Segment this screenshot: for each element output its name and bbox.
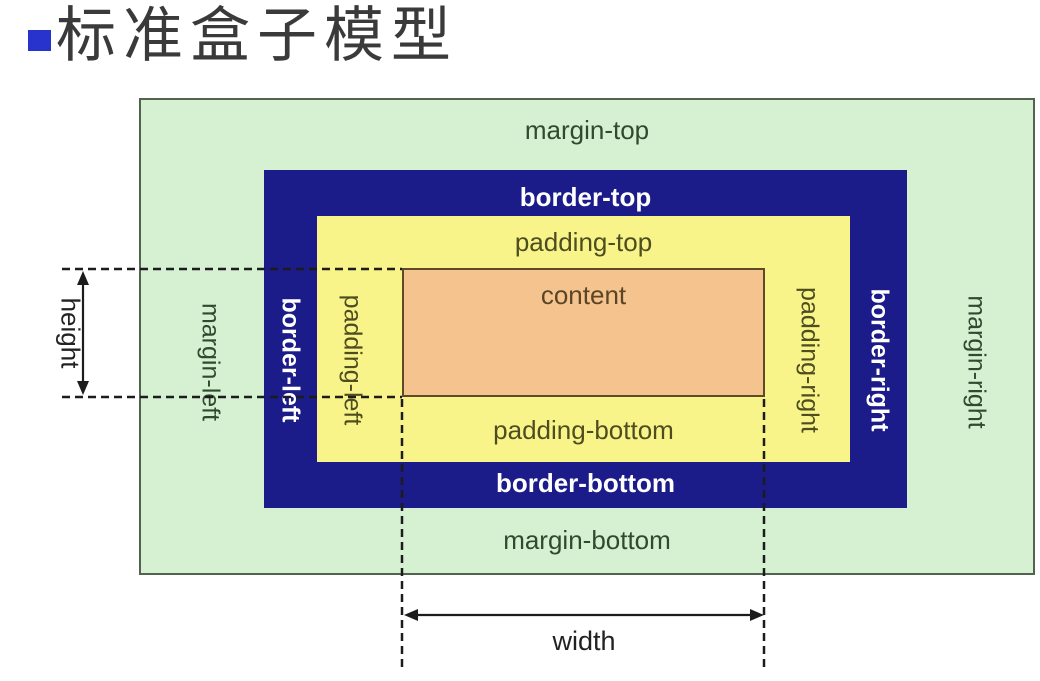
padding-left-label: padding-left bbox=[338, 294, 367, 426]
padding-right-label: padding-right bbox=[795, 287, 824, 433]
content-label: content bbox=[540, 280, 627, 310]
border-top-label: border-top bbox=[519, 182, 652, 212]
width-label: width bbox=[552, 626, 616, 656]
margin-bottom-label: margin-bottom bbox=[503, 525, 671, 555]
page-title: 标准盒子模型 bbox=[56, 3, 458, 69]
padding-box: padding-top padding-bottom padding-left … bbox=[317, 216, 850, 462]
content-box: content bbox=[402, 268, 765, 397]
border-right-label: border-right bbox=[865, 288, 894, 432]
width-arrow-left-head bbox=[404, 609, 418, 621]
padding-bottom-label: padding-bottom bbox=[493, 415, 674, 445]
width-arrow-right-head bbox=[750, 609, 764, 621]
height-label: height bbox=[55, 297, 86, 369]
padding-top-label: padding-top bbox=[514, 227, 653, 257]
margin-right-label: margin-right bbox=[962, 295, 991, 429]
margin-left-label: margin-left bbox=[196, 302, 225, 422]
margin-box: margin-top margin-bottom margin-left mar… bbox=[139, 98, 1035, 575]
height-arrow-bottom-head bbox=[77, 381, 89, 395]
margin-top-label: margin-top bbox=[524, 115, 650, 145]
border-left-label: border-left bbox=[276, 297, 305, 423]
border-bottom-label: border-bottom bbox=[495, 468, 676, 498]
height-arrow-top-head bbox=[77, 271, 89, 285]
bullet-square-icon bbox=[28, 30, 51, 51]
border-box: border-top border-bottom border-left bor… bbox=[264, 170, 907, 508]
